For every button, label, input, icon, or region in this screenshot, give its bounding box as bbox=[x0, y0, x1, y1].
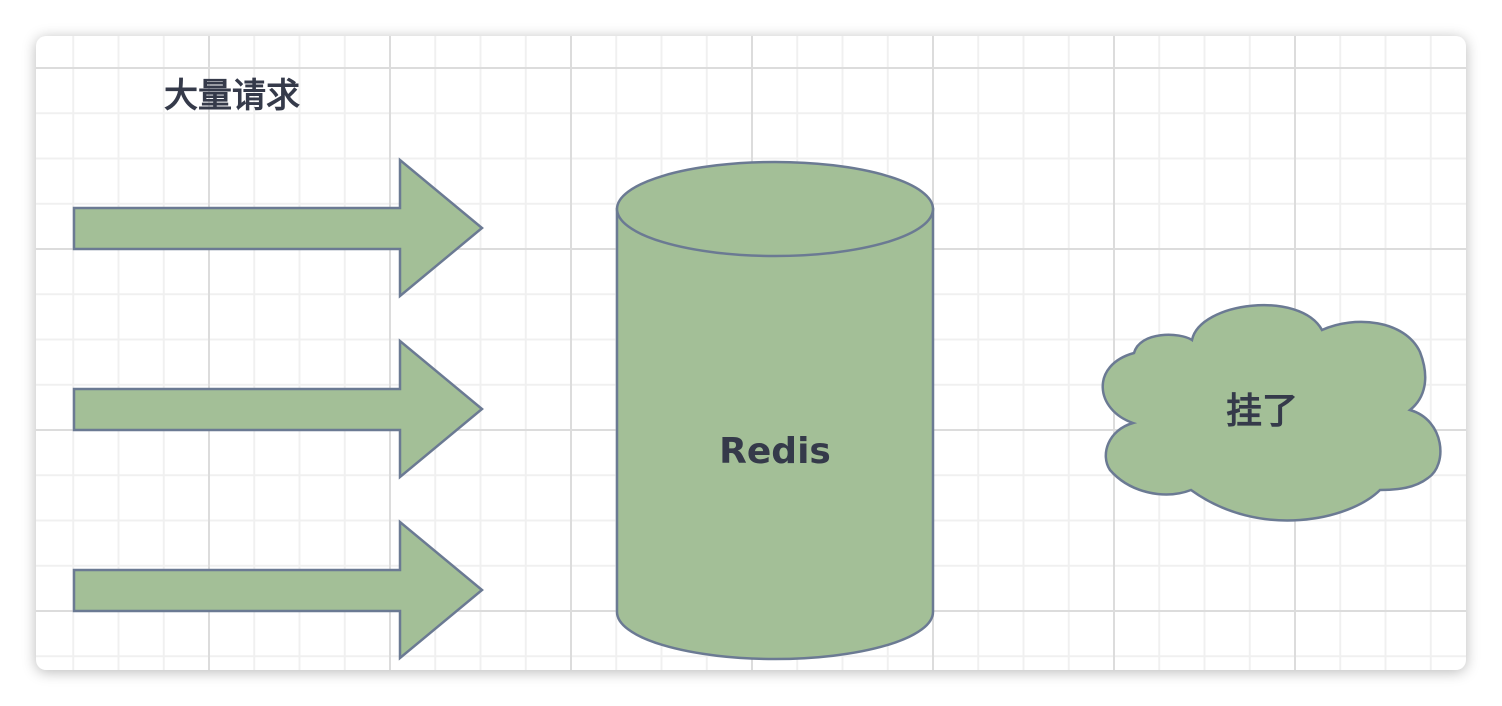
diagram-title: 大量请求 bbox=[164, 76, 300, 116]
request-arrow-2 bbox=[72, 338, 484, 480]
redis-database-cylinder bbox=[615, 160, 935, 661]
request-arrow-3 bbox=[72, 519, 484, 661]
redis-label: Redis bbox=[719, 431, 831, 472]
request-arrow-1 bbox=[72, 157, 484, 299]
crashed-label: 挂了 bbox=[1226, 391, 1298, 432]
crashed-cloud bbox=[1101, 303, 1442, 522]
